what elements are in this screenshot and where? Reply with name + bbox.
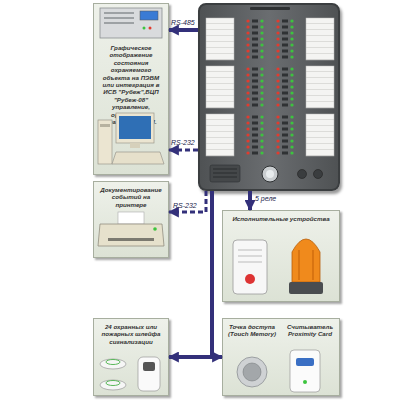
pc-tower [98, 120, 112, 164]
printer-tray [108, 238, 154, 241]
cabinet-line [104, 22, 134, 24]
siren-lamp [245, 274, 255, 284]
pc-stand [130, 143, 140, 148]
control-panel [198, 3, 340, 191]
interface-label: RS-485 [171, 19, 195, 27]
beacon-icon [292, 239, 320, 282]
label-strip [306, 114, 334, 156]
device-box: 24 охранных или пожарных шлейфа сигнализ… [93, 318, 169, 396]
connector [169, 191, 206, 212]
led-block [240, 66, 302, 108]
box-text: Исполнительные устройства [227, 215, 335, 222]
led-block [240, 114, 302, 156]
heat-detector [100, 380, 126, 390]
pc-monitor [116, 113, 154, 143]
speaker-grille [210, 165, 240, 182]
connector [212, 191, 222, 357]
interface-label: RS-232 [171, 139, 195, 147]
cabinet-led [143, 27, 146, 30]
panel-key [314, 170, 323, 179]
cabinet-led [149, 27, 152, 30]
cabinet-line [104, 17, 134, 19]
label-strip [306, 18, 334, 60]
touch-memory [237, 357, 267, 387]
box-text: Документирование событий на принтере [97, 186, 165, 208]
label-strip [306, 66, 334, 108]
box-text: 24 охранных или пожарных шлейфа сигнализ… [97, 323, 165, 345]
grille-line [213, 173, 237, 174]
detector-ring [106, 360, 120, 365]
box-text: Графическое отображение состояния охраня… [97, 44, 165, 125]
panel-key [298, 170, 307, 179]
detector-lens [143, 362, 155, 371]
siren-icon [233, 240, 267, 294]
reader-led [303, 380, 307, 384]
printer-paper [118, 212, 144, 224]
label-strip [206, 18, 234, 60]
grille-line [213, 177, 237, 178]
connector [169, 191, 212, 357]
siren-grille [238, 256, 262, 257]
touch-contact [243, 363, 261, 381]
beacon-stripe [312, 250, 313, 280]
device-box: Документирование событий на принтере [93, 181, 169, 258]
label-strip [206, 66, 234, 108]
interface-label: RS-232 [173, 202, 197, 210]
reader-logo [296, 358, 314, 366]
box-text: Считыватель Proximity Card [284, 323, 336, 395]
connector [248, 191, 252, 210]
button-center [266, 170, 274, 178]
cabinet-screen [140, 11, 158, 20]
grille-line [213, 169, 237, 170]
printer-button [153, 227, 157, 231]
siren-grille [238, 262, 262, 263]
beacon-base [289, 282, 323, 294]
cabinet-line [104, 12, 134, 14]
panel-button [262, 166, 278, 182]
device-box: Исполнительные устройства [222, 210, 340, 302]
device-box: Графическое отображение состояния охраня… [93, 3, 169, 175]
interface-label: 5 реле [255, 195, 276, 203]
connector [169, 28, 198, 32]
panel-slot [250, 7, 290, 10]
pc-screen [119, 116, 151, 139]
smoke-detector [100, 359, 126, 369]
device-box: Точка доступа (Touch Memory)Считыватель … [222, 318, 340, 396]
connector [169, 149, 198, 152]
led-block [240, 18, 302, 60]
box-text: Точка доступа (Touch Memory) [226, 323, 278, 395]
card-reader [290, 350, 320, 392]
pc-drive [100, 124, 110, 127]
pc-keyboard [112, 152, 164, 164]
cabinet-icon [100, 8, 162, 38]
detector-ring [106, 381, 120, 386]
beacon-stripe [298, 250, 299, 280]
motion-detector [138, 357, 160, 391]
printer-icon [98, 224, 164, 246]
label-strip [206, 114, 234, 156]
siren-grille [238, 250, 262, 251]
